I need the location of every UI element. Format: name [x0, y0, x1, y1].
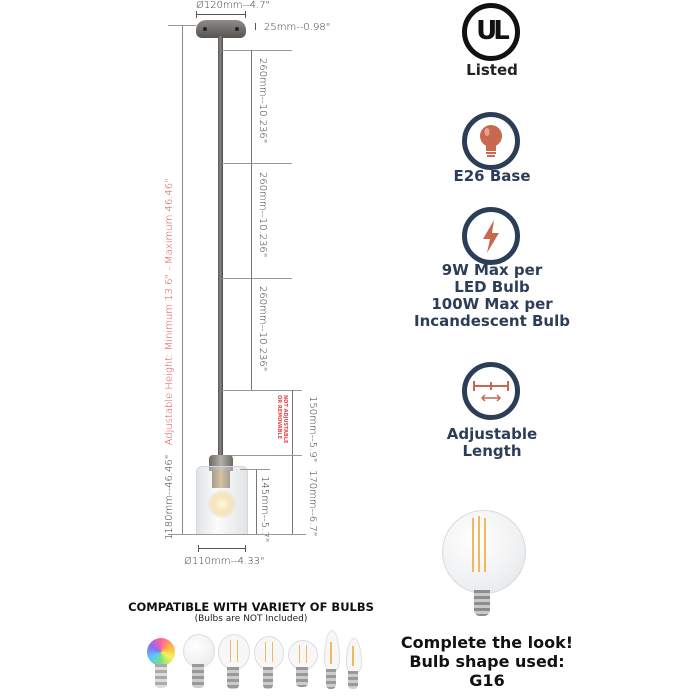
g16-base: [474, 590, 490, 616]
bulb-base: [192, 664, 204, 688]
canopy-screw: [203, 27, 207, 31]
shade-height-line: [256, 470, 257, 534]
filament: [299, 645, 307, 663]
canopy-diameter-label: Ø120mm--4.7": [196, 0, 271, 11]
e26-base-label: E26 Base: [453, 167, 531, 185]
total-height-line: [182, 25, 183, 534]
baseline: [168, 534, 306, 535]
bulb-base: [296, 667, 308, 687]
complete-look-line-2: Bulb shape used:: [409, 652, 565, 671]
compatible-bulbs-subtitle: (Bulbs are NOT Included): [194, 614, 308, 624]
segment-line: [222, 163, 292, 164]
bulb-glow: [208, 490, 236, 518]
segment-line: [222, 390, 302, 391]
pendant-rod: [218, 36, 223, 456]
total-height-text: 1180mm--46.46" Adjustable Height: Minimu…: [164, 178, 175, 540]
canopy-height-label: 25mm--0.98": [264, 22, 331, 33]
filament: [230, 640, 238, 662]
adjustable-length-ring: [462, 362, 520, 420]
rod-segment-label-2: 260mm--10.236": [257, 172, 268, 258]
complete-look-line-1: Complete the look!: [400, 633, 574, 652]
canopy-diameter-line: [196, 14, 246, 15]
ul-listed-icon: UL: [462, 3, 520, 61]
shade-diameter-label: Ø110mm--4.33": [184, 556, 265, 567]
wattage-icon: [462, 207, 520, 265]
canopy-screw: [235, 27, 239, 31]
shade-height-label: 145mm--5.7": [259, 476, 270, 543]
tick: [196, 11, 197, 18]
adjustable-line-2: Length: [462, 442, 522, 460]
ul-listed-label: Listed: [466, 61, 518, 79]
compatible-bulbs-title: COMPATIBLE WITH VARIETY OF BULBS: [128, 600, 374, 614]
bulb-base: [263, 667, 273, 689]
filament: [330, 642, 332, 664]
fixture-height-line: [292, 456, 293, 534]
lightbulb-icon: [480, 125, 502, 157]
tick: [198, 545, 199, 552]
rod-segment-label-1: 260mm--10.236": [257, 58, 268, 144]
filament-a15-bulb-icon: [254, 636, 284, 670]
wattage-line-4: Incandescent Bulb: [414, 312, 570, 330]
ul-letters: UL: [476, 16, 510, 46]
filament: [265, 642, 273, 662]
segment-line: [222, 50, 292, 51]
shade-diameter-line: [198, 548, 246, 549]
note-line-2: OR REMOVABLE: [276, 395, 282, 440]
filament: [484, 518, 486, 572]
rod-segment-label-3: 260mm--10.236": [257, 286, 268, 372]
rgb-smart-bulb-icon: [147, 638, 175, 666]
tick: [245, 11, 246, 18]
note-line-1: NOT ADJUSTABLE: [282, 395, 288, 444]
adjustable-height-label: Adjustable Height: Minimum 13.6" - Maxim…: [164, 178, 175, 446]
tick: [245, 545, 246, 552]
fixed-segment-line: [292, 390, 293, 455]
wattage-label: 9W Max per LED Bulb 100W Max per Incande…: [400, 262, 584, 330]
total-height-label: 1180mm--46.46": [164, 454, 175, 540]
candle-bulb-icon: [346, 638, 362, 674]
adjustable-length-label: Adjustable Length: [430, 426, 554, 460]
filament-a19-bulb-icon: [218, 634, 250, 670]
segment-line: [222, 278, 292, 279]
complete-look-text: Complete the look! Bulb shape used: G16: [392, 633, 582, 690]
e26-base-icon: [462, 112, 520, 170]
not-adjustable-note: NOT ADJUSTABLE OR REMOVABLE: [276, 395, 288, 443]
filament: [352, 646, 354, 666]
frosted-a19-bulb-icon: [183, 634, 215, 668]
bulb-base: [227, 667, 239, 689]
shade-top-line: [240, 469, 270, 470]
lightning-icon: [483, 220, 499, 253]
bulb-base: [326, 669, 336, 689]
bulb-base: [155, 664, 167, 688]
wattage-line-1: 9W Max per: [441, 261, 543, 279]
wattage-line-3: 100W Max per: [431, 295, 553, 313]
fixed-segment-label: 150mm--5.9": [307, 396, 318, 463]
fixture-height-label: 170mm--6.7": [307, 470, 318, 537]
rod-dimension-line: [251, 50, 252, 390]
canopy-height-marker: I: [254, 22, 257, 33]
segment-line: [222, 455, 302, 456]
canopy: [196, 20, 246, 38]
adjustable-length-icon: [473, 381, 509, 402]
candle-flame-tip-bulb-icon: [324, 630, 340, 672]
filament: [478, 516, 480, 572]
filament: [472, 518, 474, 572]
adjustable-line-1: Adjustable: [446, 425, 538, 443]
wattage-line-2: LED Bulb: [454, 278, 530, 296]
bulb-base: [348, 671, 358, 689]
complete-look-line-3: G16: [469, 671, 505, 690]
